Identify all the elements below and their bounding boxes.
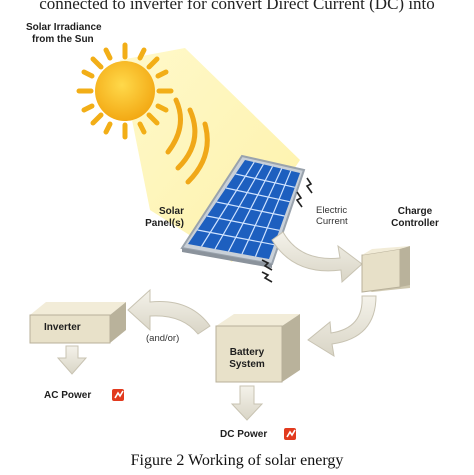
arrow-battery-to-dc <box>230 385 264 421</box>
sun-label: Solar Irradiance from the Sun <box>26 22 102 46</box>
power-plug-icon <box>284 428 296 440</box>
battery-system-label-line2: System <box>229 359 265 370</box>
sun-label-line1: Solar Irradiance <box>26 22 102 33</box>
charge-controller-label: Charge Controller <box>384 206 446 230</box>
charge-controller-label-line2: Controller <box>391 218 439 229</box>
solar-panel-label: Solar Panel(s) <box>140 206 184 230</box>
electric-current-label: Electric Current <box>316 205 348 227</box>
battery-system-box <box>215 314 300 383</box>
sun-ray-arcs <box>165 97 210 185</box>
sun-icon <box>76 42 174 140</box>
battery-system-label: Battery System <box>222 347 272 371</box>
ac-power-label: AC Power <box>44 390 92 401</box>
battery-system-label-line1: Battery <box>229 347 265 358</box>
figure-caption: Figure 2 Working of solar energy <box>130 452 344 469</box>
power-plug-icon <box>112 389 124 401</box>
cropped-body-text: connected to inverter for convert Direct… <box>39 0 435 13</box>
dc-power-label: DC Power <box>220 429 268 440</box>
arrow-panel-to-controller <box>271 231 363 284</box>
solar-panel-label-line2: Panel(s) <box>145 218 184 229</box>
charge-controller-box <box>361 246 410 293</box>
electric-current-label-line2: Current <box>316 216 348 227</box>
inverter-box <box>29 302 126 344</box>
electric-current-label-line1: Electric <box>316 205 348 216</box>
inverter-label: Inverter <box>44 322 81 333</box>
and-or-label: (and/or) <box>146 333 180 344</box>
charge-controller-label-line1: Charge <box>397 206 433 217</box>
arrow-inverter-to-ac <box>56 345 88 375</box>
solar-panel <box>180 154 306 268</box>
sun-label-line2: from the Sun <box>32 34 94 45</box>
arrow-controller-to-battery <box>307 295 377 358</box>
lightning-icon <box>261 177 313 283</box>
arrow-battery-to-inverter <box>127 288 211 335</box>
solar-panel-label-line1: Solar <box>158 206 184 217</box>
